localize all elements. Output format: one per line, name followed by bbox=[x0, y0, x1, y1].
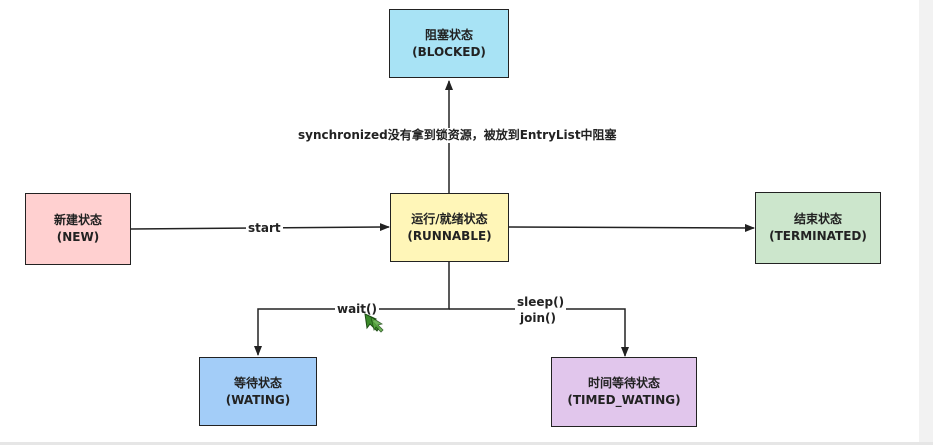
edge-label-wait: wait() bbox=[335, 302, 380, 317]
node-runnable-title: 运行/就绪状态 bbox=[411, 211, 488, 226]
node-new-title: 新建状态 bbox=[53, 213, 102, 227]
node-terminated: 结束状态 (TERMINATED) bbox=[755, 192, 881, 264]
node-terminated-subtitle: (TERMINATED) bbox=[769, 229, 867, 243]
node-new: 新建状态 (NEW) bbox=[25, 193, 131, 265]
node-waiting-subtitle: (WATING) bbox=[225, 392, 291, 407]
edge-label-join: join() bbox=[518, 311, 558, 326]
bottom-border bbox=[0, 442, 933, 445]
node-timed-waiting-title: 时间等待状态 bbox=[587, 376, 660, 390]
node-waiting-title: 等待状态 bbox=[233, 375, 282, 390]
edge-label-sleep: sleep() bbox=[515, 295, 567, 310]
node-blocked-title: 阻塞状态 bbox=[424, 27, 473, 42]
arrow-runnable-to-terminated bbox=[508, 223, 755, 232]
hand-cursor-icon bbox=[364, 313, 384, 333]
arrow-runnable-to-timed-waiting bbox=[449, 308, 629, 357]
edge-label-blocked: synchronized没有拿到锁资源，被放到EntryList中阻塞 bbox=[296, 128, 619, 143]
node-blocked: 阻塞状态 (BLOCKED) bbox=[389, 9, 509, 78]
node-blocked-subtitle: (BLOCKED) bbox=[412, 44, 486, 59]
node-terminated-title: 结束状态 bbox=[793, 212, 842, 226]
node-timed-waiting: 时间等待状态 (TIMED_WATING) bbox=[551, 357, 697, 427]
node-timed-waiting-subtitle: (TIMED_WATING) bbox=[567, 393, 681, 407]
node-runnable: 运行/就绪状态 (RUNNABLE) bbox=[390, 193, 509, 262]
node-new-subtitle: (NEW) bbox=[56, 230, 100, 244]
scrollbar-track[interactable] bbox=[919, 0, 933, 445]
edge-label-start: start bbox=[246, 221, 283, 236]
node-runnable-subtitle: (RUNNABLE) bbox=[407, 228, 492, 243]
node-waiting: 等待状态 (WATING) bbox=[199, 357, 317, 426]
